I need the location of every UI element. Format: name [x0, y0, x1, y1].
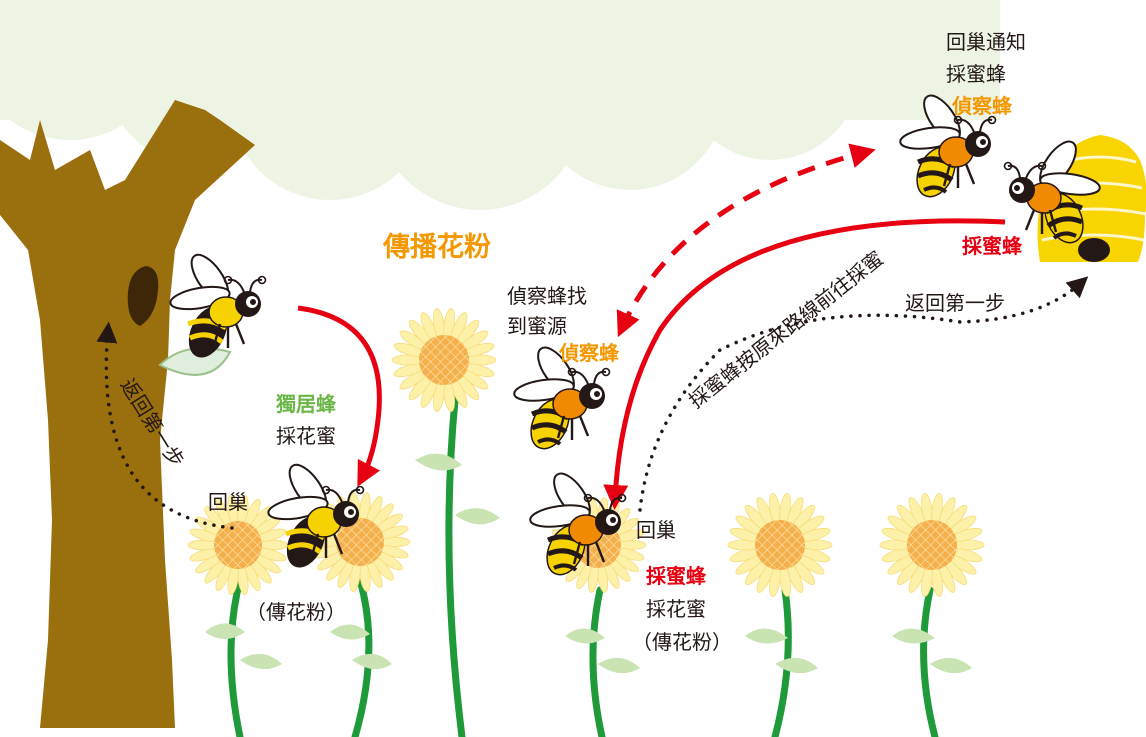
forager-hive-name: 採蜜蜂 [962, 234, 1022, 258]
sunflower-center [419, 335, 469, 385]
tree-trunk [0, 100, 255, 728]
tree-hole [127, 266, 159, 326]
forager-flower-name: 採蜜蜂 [646, 564, 706, 588]
tree-canopy [0, 0, 1000, 210]
flower-stems [227, 396, 939, 737]
forager-return: 回巢 [636, 518, 676, 542]
scout-notify-line2: 採蜜蜂 [946, 62, 1006, 86]
solitary-bee-pollination: （傳花粉） [246, 600, 346, 624]
return-dotted-arrow-right [638, 276, 1089, 512]
forager-flower-action: 採花蜜 [646, 597, 706, 621]
scout-notify-name: 偵察蜂 [952, 94, 1012, 118]
scout-notify-line1: 回巢通知 [946, 30, 1026, 54]
leaf-near-bee [158, 347, 232, 376]
sunflower-center [755, 520, 805, 570]
solitary-bee-flying [169, 249, 266, 364]
sunflower-head [727, 493, 833, 597]
diagram-title: 傳播花粉 [383, 232, 491, 263]
sunflower-head [391, 308, 497, 412]
scout-found-line2: 到蜜源 [507, 314, 567, 338]
sunflower-center [907, 520, 957, 570]
flower-leaves [205, 453, 972, 674]
sunflower-head [187, 495, 289, 595]
return-step-right: 返回第一步 [905, 291, 1005, 315]
sunflower-center [336, 518, 384, 566]
forager-route-arrow [603, 218, 1006, 510]
forager-flower-pollination: （傳花粉） [632, 630, 732, 654]
scout-found-line1: 偵察蜂找 [507, 284, 587, 308]
solitary-bee-return: 回巢 [208, 490, 248, 514]
sunflower-center [214, 521, 262, 569]
scout-found-name: 偵察蜂 [559, 341, 619, 365]
solitary-bee-arrow [297, 305, 382, 487]
solitary-bee-action: 採花蜜 [276, 424, 336, 448]
sunflower-head [879, 493, 985, 597]
scout-dashed-arrow [616, 143, 876, 338]
solitary-bee-name: 獨居蜂 [276, 392, 336, 416]
